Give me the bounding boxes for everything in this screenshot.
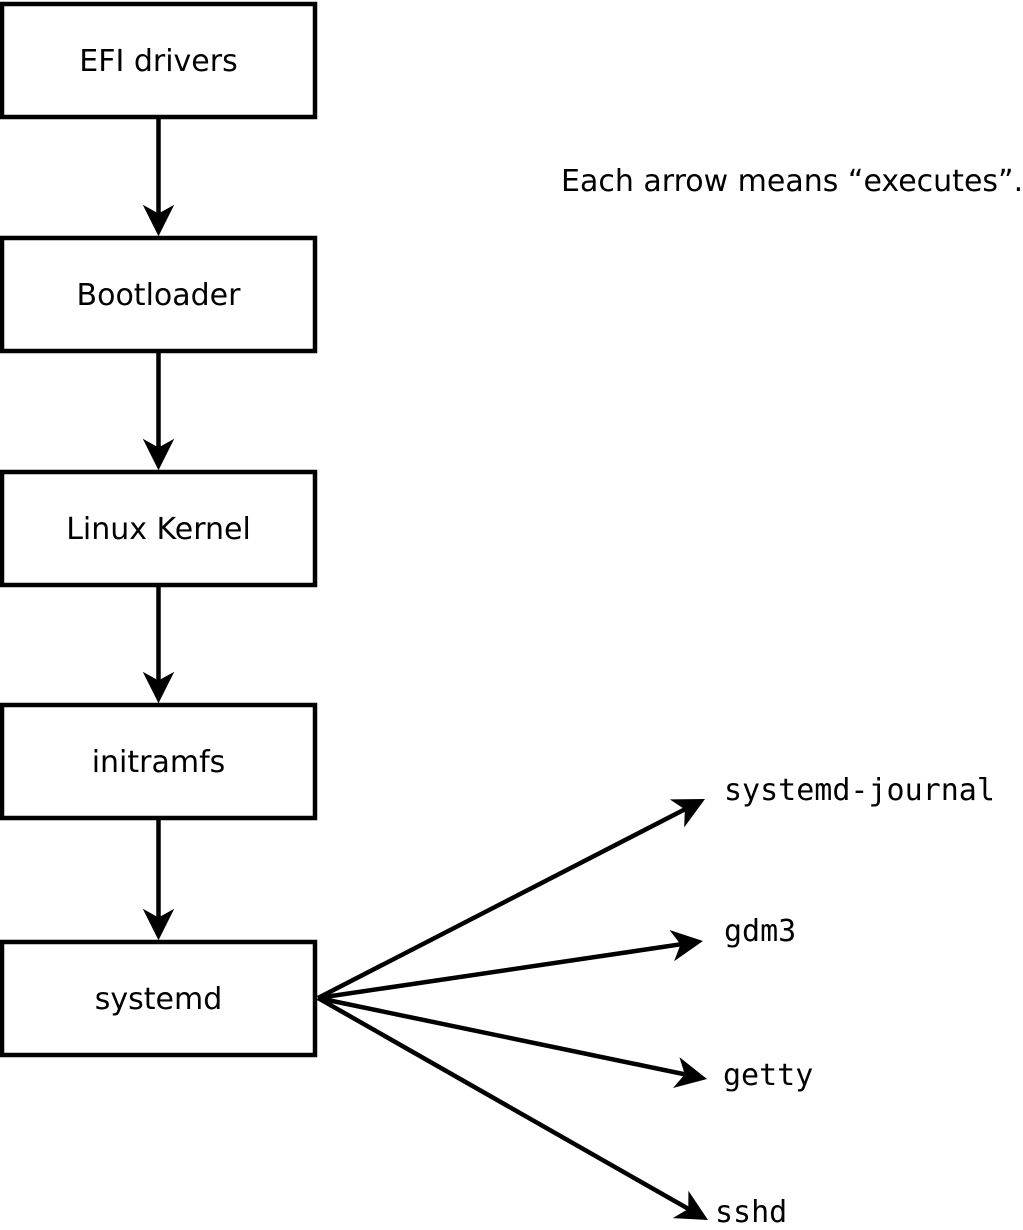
note-arrow-meaning: Each arrow means “executes”. — [561, 164, 1023, 199]
node-label-linux-kernel: Linux Kernel — [66, 512, 251, 547]
node-label-systemd: systemd — [95, 982, 223, 1017]
node-box-efi-drivers — [0, 1, 318, 120]
node-initramfs: initramfs — [0, 702, 318, 821]
node-bootloader: Bootloader — [0, 235, 318, 354]
node-label-initramfs: initramfs — [92, 745, 226, 780]
service-label-sshd: sshd — [715, 1195, 787, 1230]
node-label-bootloader: Bootloader — [77, 278, 242, 313]
node-label-efi-drivers: EFI drivers — [79, 44, 237, 79]
node-box-bootloader — [0, 235, 318, 354]
node-efi-drivers: EFI drivers — [0, 1, 318, 120]
service-label-systemd-journal: systemd-journal — [724, 773, 995, 808]
node-linux-kernel: Linux Kernel — [0, 469, 318, 588]
service-label-getty: getty — [723, 1058, 813, 1093]
arrow-systemd-to-systemd-journal — [316, 798, 706, 1001]
node-systemd: systemd — [0, 939, 318, 1058]
arrow-systemd-to-gdm3 — [317, 930, 703, 1001]
arrow-systemd-to-getty — [317, 995, 708, 1088]
node-box-systemd — [0, 939, 318, 1058]
node-box-initramfs — [0, 702, 318, 821]
node-box-linux-kernel — [0, 469, 318, 588]
arrow-systemd-to-sshd — [316, 996, 709, 1221]
service-label-gdm3: gdm3 — [724, 914, 796, 949]
